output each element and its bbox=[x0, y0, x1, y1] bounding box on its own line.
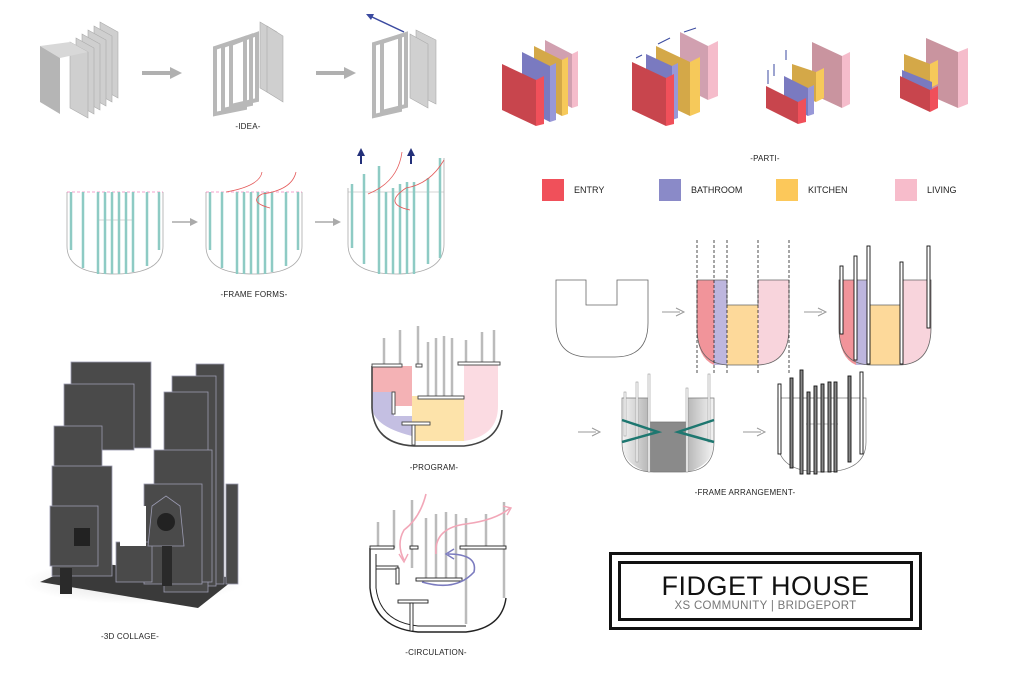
legend-bathroom: BATHROOM bbox=[659, 179, 742, 201]
legend-label: BATHROOM bbox=[691, 185, 743, 195]
project-subtitle: XS COMMUNITY | BRIDGEPORT bbox=[674, 600, 857, 612]
u-shape-zoned bbox=[696, 240, 790, 375]
legend-kitchen: KITCHEN bbox=[776, 179, 848, 201]
frame-arrangement-caption: -FRAME ARRANGEMENT- bbox=[694, 488, 796, 497]
legend-swatch-entry bbox=[542, 179, 564, 201]
frame-form-1 bbox=[66, 191, 164, 275]
project-title: FIDGET HOUSE bbox=[661, 571, 870, 601]
parti-step-4 bbox=[900, 38, 968, 112]
legend-label: KITCHEN bbox=[808, 185, 848, 195]
legend-swatch-kitchen bbox=[776, 179, 798, 201]
parti-step-2 bbox=[632, 27, 718, 126]
u-shape-framed bbox=[838, 245, 932, 366]
legend-label: ENTRY bbox=[574, 185, 605, 195]
circulation-plan bbox=[369, 493, 513, 633]
collage-caption: -3D COLLAGE- bbox=[101, 632, 159, 641]
u-shape-outline bbox=[555, 279, 649, 358]
arrow-icon bbox=[804, 307, 828, 317]
u-shape-final-frames bbox=[777, 369, 867, 475]
frame-forms-caption: -FRAME FORMS- bbox=[220, 290, 288, 299]
legend-label: LIVING bbox=[927, 185, 957, 195]
parti-caption: -PARTI- bbox=[750, 154, 780, 163]
legend-swatch-bathroom bbox=[659, 179, 681, 201]
parti-step-3 bbox=[766, 42, 850, 124]
legend-living: LIVING bbox=[895, 179, 957, 201]
idea-cube-shifted bbox=[366, 14, 437, 119]
program-caption: -PROGRAM- bbox=[409, 463, 459, 472]
arrow-icon bbox=[315, 218, 341, 226]
u-shape-shaded bbox=[621, 373, 715, 473]
program-plan bbox=[371, 326, 503, 447]
idea-cube-hollow bbox=[213, 21, 284, 117]
frame-form-3 bbox=[347, 148, 445, 275]
collage-model bbox=[24, 361, 244, 608]
circulation-caption: -CIRCULATION- bbox=[405, 648, 467, 657]
parti-step-1 bbox=[502, 40, 578, 126]
legend-entry: ENTRY bbox=[542, 179, 604, 201]
title-block: FIDGET HOUSE XS COMMUNITY | BRIDGEPORT bbox=[609, 552, 922, 630]
idea-cube-solid bbox=[40, 21, 119, 119]
arrow-icon bbox=[578, 427, 602, 437]
arrow-icon bbox=[662, 307, 686, 317]
arrow-icon bbox=[743, 427, 767, 437]
arrow-icon bbox=[142, 67, 182, 79]
idea-caption: -IDEA- bbox=[235, 122, 261, 131]
title-block-inner: FIDGET HOUSE XS COMMUNITY | BRIDGEPORT bbox=[618, 561, 913, 621]
arrow-icon bbox=[316, 67, 356, 79]
legend-swatch-living bbox=[895, 179, 917, 201]
arrow-icon bbox=[172, 218, 198, 226]
frame-form-2 bbox=[205, 171, 303, 275]
